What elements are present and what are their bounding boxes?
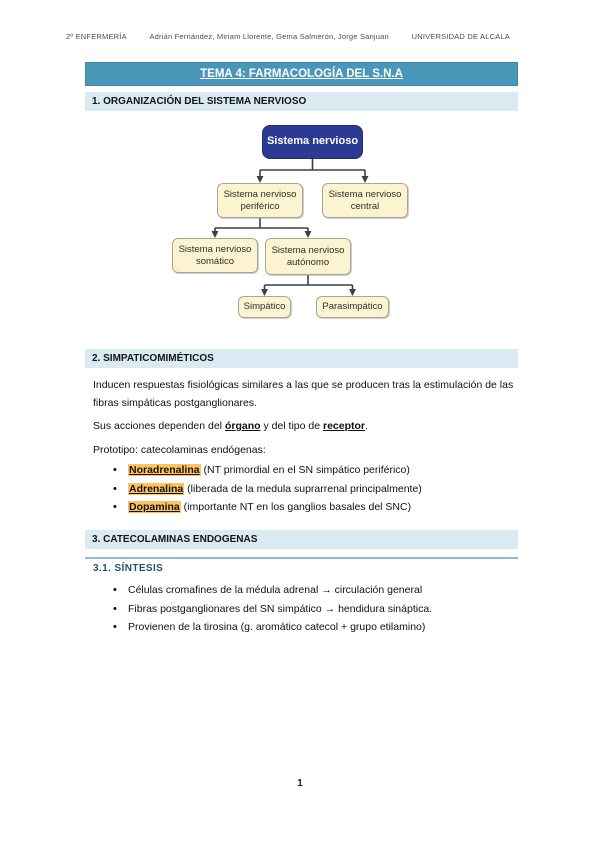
header-university: UNIVERSIDAD DE ALCALA	[411, 32, 510, 41]
diagram-node-parasimpatico: Parasimpático	[316, 296, 389, 318]
diagram-node-label: Simpático	[243, 301, 286, 313]
list-item-text: (importante NT en los ganglios basales d…	[180, 501, 412, 514]
paragraph-acciones-end: .	[365, 420, 368, 432]
paragraph-acciones-mid: y del tipo de	[260, 420, 323, 432]
list-item: Adrenalina (liberada de la medula suprar…	[113, 480, 513, 499]
section-heading-1: 1. ORGANIZACIÓN DEL SISTEMA NERVIOSO	[85, 92, 518, 111]
list-item: Células cromafines de la médula adrenal …	[113, 581, 513, 600]
highlighted-term-adrenalina: Adrenalina	[128, 482, 185, 495]
highlighted-term-noradrenalina: Noradrenalina	[128, 464, 201, 476]
sintesis-bullet-list: Células cromafines de la médula adrenal …	[113, 581, 513, 637]
section-heading-2: 2. SIMPATICOMIMÉTICOS	[85, 349, 518, 368]
diagram-node-sn-periferico: Sistema nervioso periférico	[217, 183, 303, 218]
diagram-node-sn-autonomo: Sistema nervioso autónomo	[265, 238, 351, 275]
nervous-system-diagram: Sistema nervioso Sistema nervioso perifé…	[140, 115, 460, 327]
running-header: 2º ENFERMERÍA Adrián Fernández, Miriam L…	[66, 32, 510, 41]
term-organo: órgano	[224, 420, 261, 432]
list-item: Dopamina (importante NT en los ganglios …	[113, 498, 513, 517]
highlighted-term-dopamina: Dopamina	[128, 501, 181, 514]
list-item-text: (liberada de la medula suprarrenal princ…	[184, 482, 422, 495]
list-item: Provienen de la tirosina (g. aromático c…	[113, 618, 513, 637]
list-item-text: (NT primordial en el SN simpático perifé…	[200, 464, 410, 476]
document-title: TEMA 4: FARMACOLOGÍA DEL S.N.A	[85, 62, 518, 86]
diagram-node-simpatico: Simpático	[238, 296, 291, 318]
diagram-node-label: Sistema nervioso central	[328, 189, 402, 212]
diagram-node-label: Sistema nervioso somático	[178, 244, 252, 267]
diagram-node-label: Sistema nervioso periférico	[223, 189, 297, 212]
list-item-text: Provienen de la tirosina (g. aromático c…	[128, 621, 426, 634]
paragraph-acciones: Sus acciones dependen del órgano y del t…	[93, 417, 521, 435]
header-course: 2º ENFERMERÍA	[66, 32, 127, 41]
list-item-text: Fibras postganglionares del SN simpático…	[128, 602, 433, 615]
section-heading-3: 3. CATECOLAMINAS ENDOGENAS	[85, 530, 518, 549]
diagram-node-label: Sistema nervioso	[266, 135, 359, 148]
document-title-text: TEMA 4: FARMACOLOGÍA DEL S.N.A	[200, 68, 403, 80]
diagram-node-label: Sistema nervioso autónomo	[271, 245, 345, 268]
diagram-node-sn-somatico: Sistema nervioso somático	[172, 238, 258, 273]
term-receptor: receptor	[323, 420, 366, 432]
diagram-connectors	[211, 159, 369, 296]
list-item: Noradrenalina (NT primordial en el SN si…	[113, 461, 513, 480]
list-item-text: Células cromafines de la médula adrenal …	[128, 584, 423, 596]
page-number: 1	[297, 778, 303, 789]
paragraph-simpaticomimeticos-intro: Inducen respuestas fisiológicas similare…	[93, 379, 514, 409]
list-item: Fibras postganglionares del SN simpático…	[113, 600, 513, 619]
diagram-node-sistema-nervioso: Sistema nervioso	[262, 125, 363, 159]
subsection-heading-3-1: 3.1. SÍNTESIS	[85, 557, 518, 574]
header-authors: Adrián Fernández, Miriam Llorente, Gema …	[149, 32, 389, 41]
paragraph-acciones-pre: Sus acciones dependen del	[93, 420, 225, 432]
catecholamine-bullet-list: Noradrenalina (NT primordial en el SN si…	[113, 461, 513, 517]
diagram-node-label: Parasimpático	[322, 301, 383, 313]
paragraph-prototipo: Prototipo: catecolaminas endógenas:	[93, 444, 266, 456]
diagram-node-sn-central: Sistema nervioso central	[322, 183, 408, 218]
